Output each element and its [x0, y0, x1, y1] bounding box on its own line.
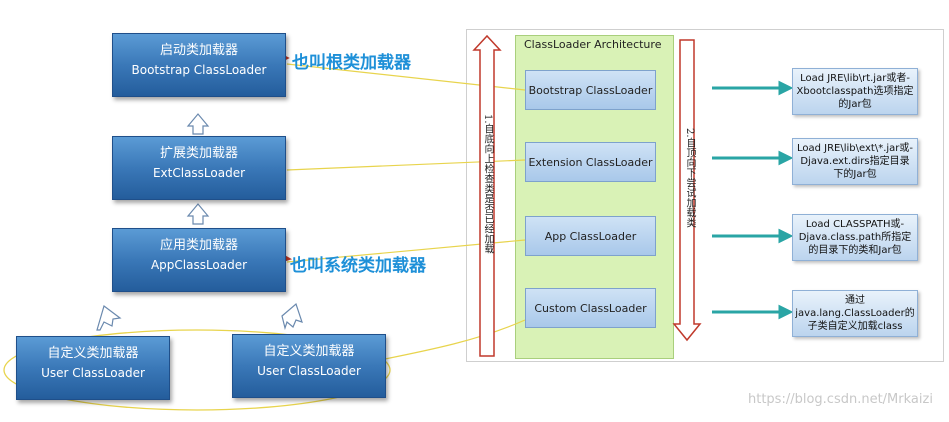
up-arrow-1: [186, 113, 210, 135]
arch-extension-box: Extension ClassLoader: [525, 142, 656, 182]
root-loader-callout: 也叫根类加载器: [292, 53, 411, 73]
arch-app-box: App ClassLoader: [525, 216, 656, 256]
up-arrow-3: [96, 305, 122, 331]
desc-custom: 通过 java.lang.ClassLoader的 子类自定义加载class: [792, 290, 918, 337]
desc-extension-line: 下的Jar包: [833, 169, 877, 180]
up-arrow-4: [281, 302, 303, 331]
desc-bootstrap-line: Load JRE\lib\rt.jar或者-: [800, 73, 910, 84]
user-loader-1-cn: 自定义类加载器: [47, 346, 139, 361]
ext-loader-en: ExtClassLoader: [152, 166, 246, 180]
desc-extension: Load JRE\lib\ext\*.jar或- Djava.ext.dirs指…: [792, 138, 918, 185]
user-loader-1-en: User ClassLoader: [41, 366, 145, 380]
desc-bootstrap-line: 的Jar包: [838, 99, 872, 110]
teal-arrows: [712, 80, 794, 320]
arch-custom-box: Custom ClassLoader: [525, 288, 656, 328]
top-down-arrow: [672, 39, 702, 342]
architecture-title: ClassLoader Architecture: [524, 38, 662, 51]
arch-bootstrap-box: Bootstrap ClassLoader: [525, 70, 656, 110]
desc-bootstrap-line: Xbootclasspath选项指定: [796, 86, 914, 97]
desc-app: Load CLASSPATH或- Djava.class.path所指定 的目录…: [792, 214, 918, 261]
bootstrap-loader-box: 启动类加载器 Bootstrap ClassLoader: [112, 33, 286, 97]
user-loader-box-2: 自定义类加载器 User ClassLoader: [232, 334, 386, 398]
desc-extension-line: Load JRE\lib\ext\*.jar或-: [796, 143, 913, 154]
watermark: https://blog.csdn.net/Mrkaizi: [748, 392, 933, 407]
app-loader-en: AppClassLoader: [150, 258, 248, 272]
bottom-up-arrow: [472, 34, 502, 357]
user-loaders-ellipse: [3, 329, 391, 411]
bottom-up-check-text: 1.自底向上检查类是否已经加载: [482, 114, 493, 254]
desc-custom-line: java.lang.ClassLoader的: [795, 308, 915, 319]
desc-custom-line: 子类自定义加载class: [807, 321, 903, 332]
app-loader-cn: 应用类加载器: [159, 238, 238, 253]
bootstrap-loader-cn: 启动类加载器: [159, 43, 238, 58]
user-loader-box-1: 自定义类加载器 User ClassLoader: [16, 336, 170, 400]
app-loader-box: 应用类加载器 AppClassLoader: [112, 228, 286, 292]
up-arrow-2: [186, 203, 210, 225]
system-loader-callout: 也叫系统类加载器: [290, 256, 426, 276]
ext-loader-box: 扩展类加载器 ExtClassLoader: [112, 136, 286, 200]
desc-app-line: 的目录下的类和Jar包: [808, 245, 902, 256]
user-loader-2-en: User ClassLoader: [257, 364, 361, 378]
desc-app-line: Load CLASSPATH或-: [805, 219, 905, 230]
top-down-load-text: 2.自顶向下尝试加载类: [684, 128, 695, 228]
desc-bootstrap: Load JRE\lib\rt.jar或者- Xbootclasspath选项指…: [792, 68, 918, 115]
desc-extension-line: Djava.ext.dirs指定目录: [800, 156, 910, 167]
link-custom: [379, 319, 526, 361]
user-loader-2-cn: 自定义类加载器: [263, 344, 355, 359]
bootstrap-loader-en: Bootstrap ClassLoader: [131, 63, 267, 77]
ext-loader-cn: 扩展类加载器: [159, 146, 238, 161]
desc-custom-line: 通过: [845, 295, 865, 306]
hollow-up-arrows: [96, 113, 303, 331]
desc-app-line: Djava.class.path所指定: [798, 232, 912, 243]
